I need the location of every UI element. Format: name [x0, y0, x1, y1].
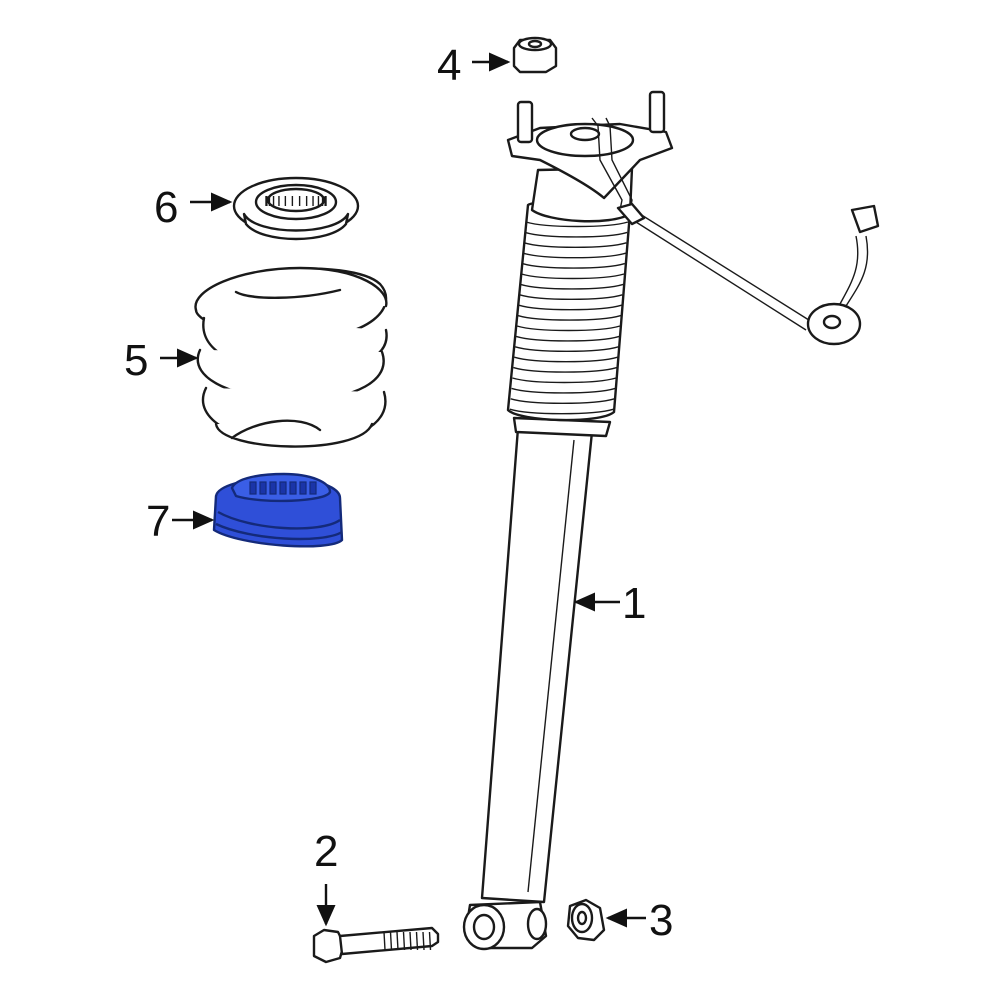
- top-nut: [512, 36, 558, 74]
- bolt-thread: [428, 931, 432, 951]
- boot-rib: [513, 366, 618, 373]
- callout-2: 2: [314, 827, 339, 876]
- bolt-thread: [402, 931, 406, 951]
- callout-6: 6: [154, 183, 179, 232]
- seat-tooth: [249, 481, 257, 495]
- callout-5: 5: [124, 336, 149, 385]
- coil-spring: [194, 266, 388, 448]
- upper-spring-seat: [232, 176, 360, 241]
- boot-rib: [522, 262, 626, 269]
- shock-absorber: [462, 90, 880, 951]
- seat-tooth: [299, 481, 307, 495]
- callout-7: 7: [146, 497, 171, 546]
- lower-spring-seat: [212, 472, 344, 548]
- boot-rib: [516, 325, 621, 332]
- seat-tooth: [309, 481, 317, 495]
- boot-rib: [517, 314, 622, 321]
- seat-tooth: [289, 481, 297, 495]
- boot-rib: [523, 252, 626, 259]
- lower-nut: [566, 898, 606, 942]
- boot-rib: [521, 273, 625, 280]
- bolt-thread: [422, 931, 425, 951]
- boot-rib: [523, 242, 627, 248]
- boot-rib: [524, 231, 628, 238]
- boot-rib: [514, 346, 619, 352]
- boot-rib: [518, 304, 622, 311]
- boot-rib: [515, 335, 620, 342]
- boot-rib: [512, 377, 617, 384]
- callout-1: 1: [622, 579, 647, 628]
- bolt-thread: [415, 931, 419, 951]
- bolt-thread: [409, 931, 412, 951]
- boot-rib: [514, 356, 618, 363]
- callout-4: 4: [437, 41, 462, 90]
- mounting-bolt: [312, 926, 440, 964]
- seat-tooth: [279, 481, 287, 495]
- boot-rib: [511, 387, 616, 394]
- boot-rib: [525, 221, 629, 228]
- seat-tooth: [269, 481, 277, 495]
- lower-seat-teeth: [249, 481, 317, 495]
- boot-rib: [520, 283, 624, 290]
- bolt-thread: [383, 931, 386, 951]
- boot-rib: [519, 294, 623, 300]
- bolt-thread: [389, 931, 393, 951]
- callout-3: 3: [649, 896, 674, 945]
- boot-rib: [510, 398, 615, 404]
- boot-rib: [509, 408, 614, 415]
- bolt-thread: [396, 931, 399, 951]
- leader-arrows: [160, 52, 646, 928]
- seat-tooth: [259, 481, 267, 495]
